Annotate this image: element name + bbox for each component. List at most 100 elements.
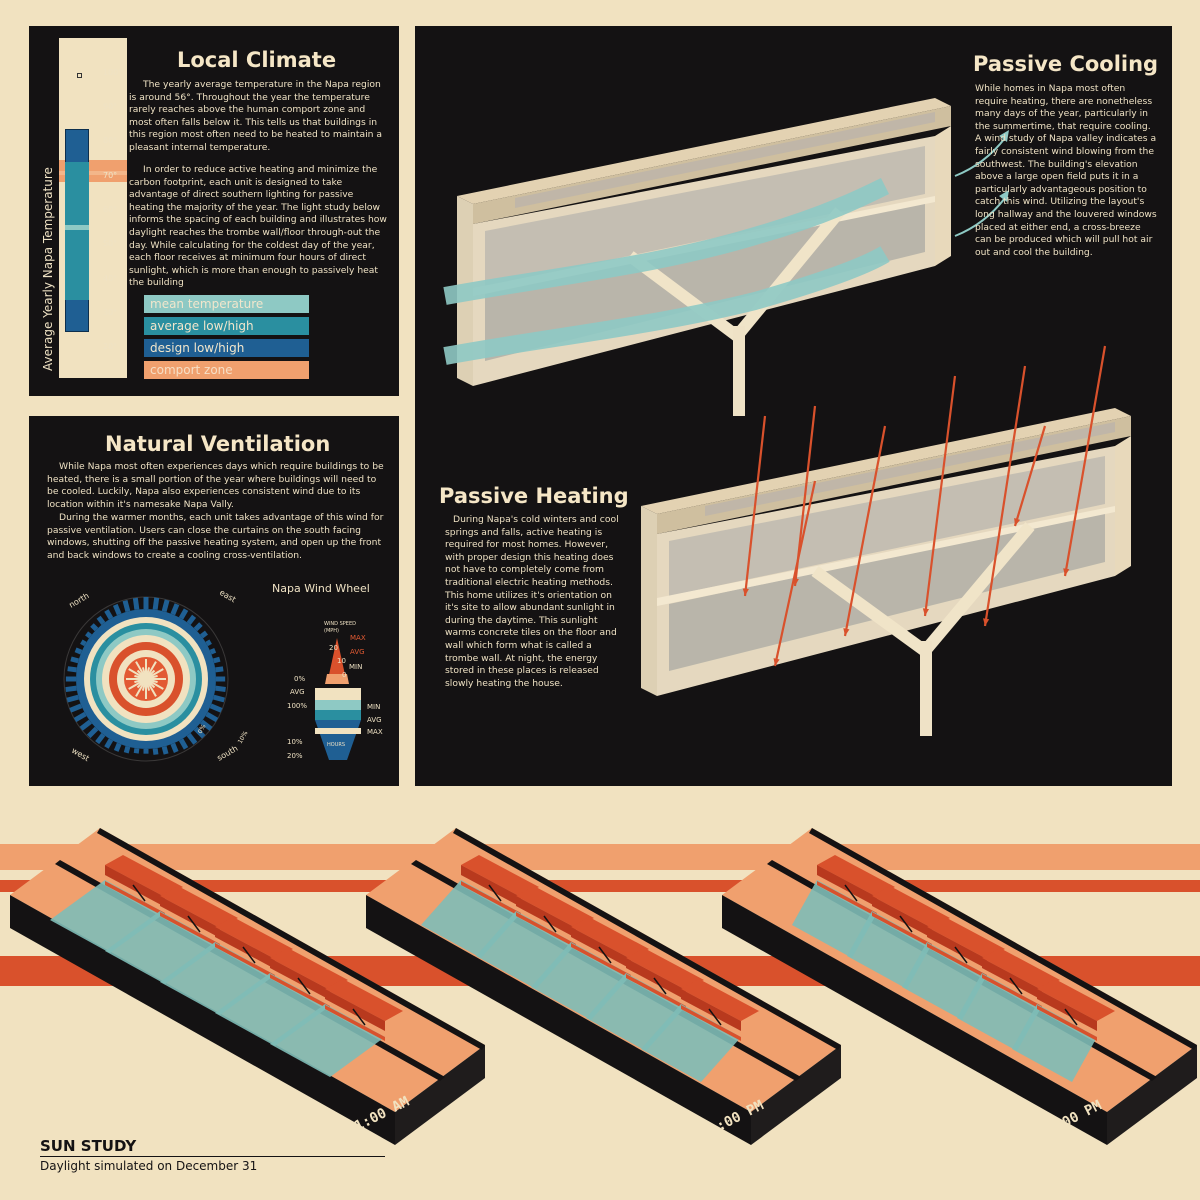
heating-strut-1	[811, 566, 929, 656]
unit-roof	[1037, 979, 1115, 1021]
wind-wheel-bar	[112, 603, 122, 616]
unit-face	[270, 958, 330, 1000]
wind-wheel-bar	[90, 623, 99, 632]
unit-strut	[653, 977, 667, 995]
wind-wheel-bar	[132, 597, 140, 610]
unit-floor	[105, 881, 165, 917]
natural-ventilation-paragraph-2: During the warmer months, each unit take…	[47, 512, 384, 561]
wind-wheel-bar	[200, 719, 213, 731]
cooling-airflow-upper	[443, 177, 890, 305]
platform-path	[809, 828, 1197, 1050]
sun-ray	[923, 375, 957, 617]
unit-strut	[708, 1008, 722, 1026]
sun-ray-head	[1063, 568, 1070, 576]
building-shadow	[792, 880, 877, 958]
wind-wheel-bar	[215, 666, 224, 673]
wind-wheel-bar	[209, 648, 217, 655]
direction-north: north	[68, 591, 91, 610]
sun-study-platform	[10, 828, 485, 1145]
unit-strut	[543, 915, 557, 933]
unit-face	[872, 896, 932, 938]
top-marker	[77, 73, 82, 78]
unit-roof	[516, 886, 594, 928]
platform-side-end	[395, 1045, 485, 1145]
key-10: 10	[337, 657, 346, 665]
direction-south: south	[216, 744, 240, 763]
key-pct10: 10%	[287, 738, 303, 746]
unit-strut	[187, 915, 201, 933]
cooling-arrow-out-1	[954, 137, 1006, 177]
platform-side-front	[722, 895, 1107, 1145]
y-tick-20: 20°	[103, 342, 118, 351]
unit-roof	[571, 917, 649, 959]
wind-wheel-bar	[80, 639, 87, 647]
wind-wheel-bar	[186, 733, 198, 745]
wind-wheel-bar	[215, 685, 226, 692]
heating-upper-glazing	[669, 456, 1105, 596]
cooling-airflow-lower	[443, 246, 890, 365]
unit-face	[160, 896, 220, 938]
unit-strut	[352, 1008, 366, 1026]
cooling-roof	[457, 98, 951, 204]
unit-roof	[270, 948, 348, 990]
local-climate-paragraph-2: In order to reduce active heating and mi…	[129, 164, 387, 289]
wind-wheel-bar	[122, 600, 131, 613]
unit-floor	[927, 943, 987, 979]
wind-wheel: north east west south 0% 10% WIND SPEED …	[63, 588, 383, 763]
platform-side-end	[1107, 1045, 1197, 1145]
wind-wheel-bar	[212, 694, 225, 703]
unit-roof	[325, 979, 403, 1021]
sun-ray	[743, 415, 767, 597]
sun-ray-head	[742, 588, 749, 596]
key-min: MIN	[349, 663, 362, 671]
unit-face	[325, 989, 385, 1031]
cooling-side-wall	[935, 126, 951, 266]
platform-path	[97, 828, 485, 1050]
direction-west: west	[70, 746, 91, 763]
wind-wheel-bar	[170, 742, 179, 753]
legend-comfort-zone: comport zone	[144, 361, 309, 379]
key-hours: HOURS	[327, 742, 345, 748]
heating-side-wall	[1115, 436, 1131, 576]
unit-strut	[844, 884, 858, 902]
wind-wheel-bar	[66, 694, 80, 703]
wind-wheel-bar	[152, 748, 159, 755]
unit-strut	[488, 884, 502, 902]
comfort-zone-band-light	[59, 171, 127, 175]
wind-wheel-bar	[186, 614, 197, 625]
wind-wheel-bar	[104, 609, 114, 620]
unit-face	[982, 958, 1042, 1000]
sun-ray-head	[983, 618, 990, 626]
legend-average-low-high: average low/high	[144, 317, 309, 335]
y-tick-70: 70°	[103, 171, 118, 180]
passive-heating-title: Passive Heating	[439, 484, 629, 508]
wind-wheel-title: Napa Wind Wheel	[272, 582, 370, 595]
cooling-arrow-head-2	[999, 190, 1009, 202]
legend-mean-temperature: mean temperature	[144, 295, 309, 313]
legend-design-low-high: design low/high	[144, 339, 309, 357]
key-band-cream	[315, 688, 361, 700]
wind-wheel-bar	[178, 738, 189, 750]
unit-face	[571, 927, 631, 969]
cooling-upper-glazing	[485, 146, 925, 286]
unit-face	[927, 927, 987, 969]
unit-roof	[626, 948, 704, 990]
key-avg: AVG	[350, 648, 365, 656]
wind-wheel-bar	[205, 711, 219, 723]
key-max2: MAX	[367, 728, 383, 736]
y-tick-40: 40°	[103, 274, 118, 283]
unit-floor	[160, 912, 220, 948]
local-climate-panel: 100° 90° 80° 70° 60° 50° 40° 30° 20° Ave…	[29, 26, 399, 396]
wind-wheel-bar	[123, 745, 131, 754]
cooling-column	[733, 326, 745, 416]
wind-wheel-bar	[200, 630, 208, 639]
unit-strut	[598, 946, 612, 964]
unit-face	[817, 865, 877, 907]
cooling-arrow-out-2	[954, 197, 1006, 237]
key-band-light	[315, 700, 361, 710]
unit-roof	[215, 917, 293, 959]
wind-wheel-bar	[161, 745, 169, 755]
y-tick-90: 90°	[103, 102, 118, 111]
key-pct100: 100%	[287, 702, 307, 710]
platform-side-front	[366, 895, 751, 1145]
